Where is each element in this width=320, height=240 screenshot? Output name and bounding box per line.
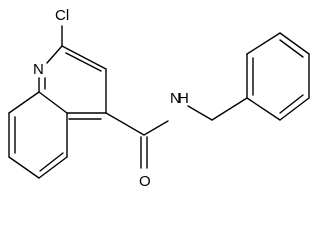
bond-n1-c2	[46, 45, 63, 64]
benzo-ring-bonds	[8, 91, 68, 179]
bond-c6-c5	[38, 156, 68, 179]
amide-hydrogen-atom-label: H	[178, 90, 189, 107]
bond-n-ch2	[187, 105, 213, 121]
bond-ph3-ph4-inner	[279, 39, 304, 58]
pyridine-ring-bonds	[38, 25, 107, 120]
bond-ch2-phenyl	[211, 97, 248, 121]
bond-c6-c5-inner	[39, 152, 64, 172]
carbonyl-oxygen-atom-label: O	[139, 173, 151, 190]
bond-ph6-ph1	[246, 97, 281, 121]
chemical-structure-diagram: Cl N N H O	[8, 7, 310, 190]
bond-c4-carbonyl	[105, 112, 145, 136]
bond-c7-c6	[8, 156, 40, 179]
bond-carbonyl-n	[143, 120, 169, 136]
bond-ph2-ph3	[246, 32, 281, 55]
amide-bonds	[105, 97, 248, 169]
phenyl-ring-bonds	[246, 32, 310, 121]
bond-c4a-c8a	[38, 91, 68, 114]
bond-c2-c3-inner	[65, 52, 102, 72]
bond-c8a-c8	[8, 91, 40, 114]
bond-ph3-ph4	[279, 32, 310, 55]
chlorine-atom-label: Cl	[55, 7, 69, 24]
ring-nitrogen-atom-label: N	[33, 61, 44, 78]
bond-c2-c3	[61, 45, 107, 70]
amide-nitrogen-atom-label: N	[170, 90, 181, 107]
bond-ph5-ph6	[279, 97, 310, 121]
bond-ph5-ph6-inner	[279, 94, 304, 114]
